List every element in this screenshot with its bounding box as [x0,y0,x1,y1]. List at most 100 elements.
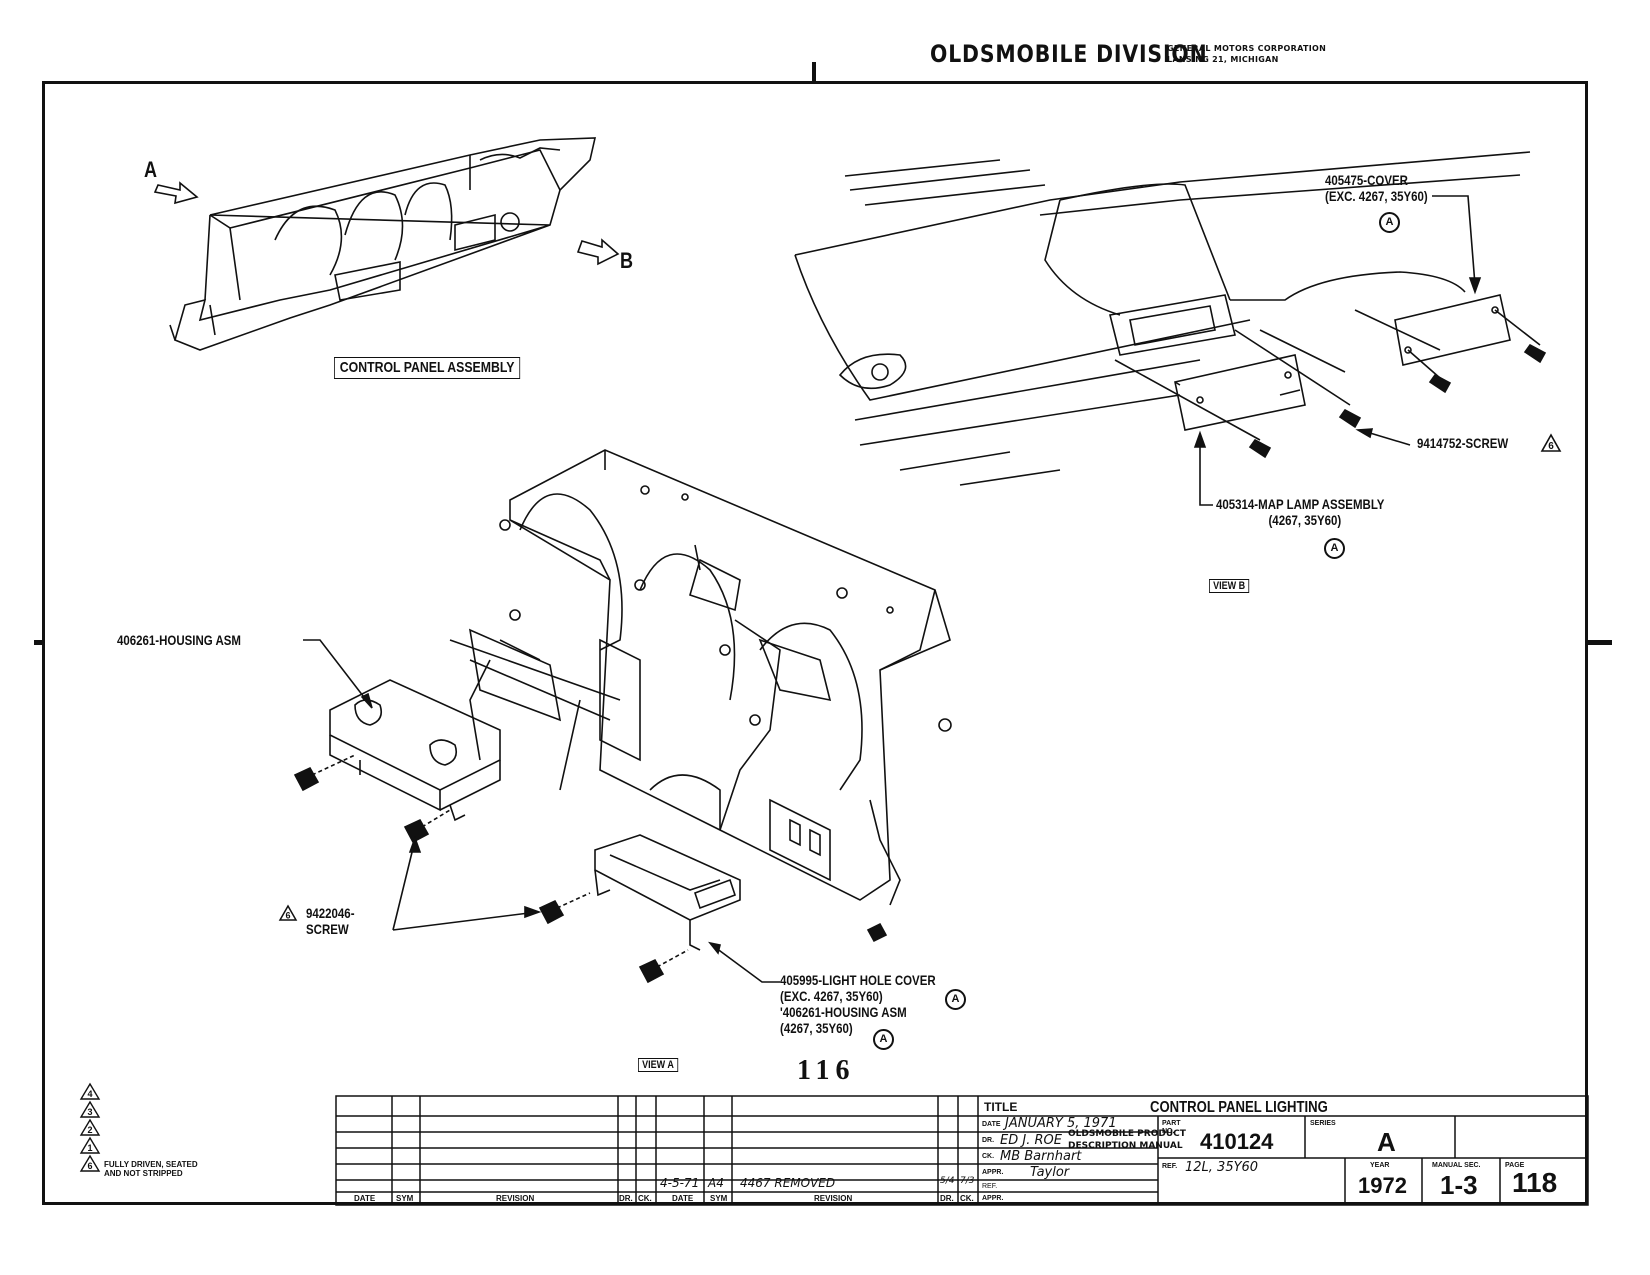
light-hole-cover-note: (EXC. 4267, 35Y60) [780,988,883,1004]
manual-name-line1: OLDSMOBILE PRODUCT [1068,1129,1186,1139]
housing-asm-alt-note: (4267, 35Y60) [780,1020,853,1036]
map-lamp-label: 405314-MAP LAMP ASSEMBLY (4267, 35Y60) [1216,496,1384,528]
right-margin-mark [1588,640,1612,645]
page-stamp: 116 [797,1055,856,1086]
page-label: PAGE [1505,1162,1525,1169]
legend-mark-3: 3 [87,1107,92,1117]
division-title: OLDSMOBILE DIVISION [930,40,1208,68]
part-number: 410124 [1200,1129,1274,1154]
cover-ref-circle: A [1379,212,1400,233]
light-hole-cover-label: 405995-LIGHT HOLE COVER (EXC. 4267, 35Y6… [780,972,936,1036]
rev-entry-date: 4-5-71 [660,1176,700,1190]
rev-entry-ck: 7/3 [960,1176,975,1186]
cover-part-note: (EXC. 4267, 35Y60) [1325,188,1428,204]
light-hole-cover-part [594,834,741,951]
legend-note: FULLY DRIVEN, SEATED AND NOT STRIPPED [104,1160,198,1178]
housing-asm-label: 406261-HOUSING ASM [117,632,241,648]
rev-entry-revision: 4467 REMOVED [740,1176,836,1190]
top-tick-mark [812,62,816,81]
light-hole-cover-leader [711,944,780,983]
control-panel-assembly-sketch [169,137,597,351]
map-lamp-ref-circle: A [1324,538,1345,559]
control-panel-assembly-label: CONTROL PANEL ASSEMBLY [334,357,521,379]
screw-right-triangle-number: 6 [1548,441,1554,452]
legend-mark-2: 2 [87,1125,92,1135]
housing-asm-alt-ref-circle: A [873,1029,894,1050]
map-lamp-note: (4267, 35Y60) [1268,512,1342,528]
screw-left-triangle: 6 [278,904,298,921]
rev-sym-header: SYM [396,1194,414,1203]
housing-asm-part [329,679,501,822]
legend-mark-6: 6 [87,1161,92,1171]
rev-ck-header: CK. [638,1194,652,1203]
ref-label-block: REF. [1162,1163,1178,1170]
manual-name-line2: DESCRIPTION MANUAL [1068,1141,1183,1151]
rev-ck-header-2: CK. [960,1194,974,1203]
legend-note-line1: FULLY DRIVEN, SEATED [104,1160,198,1169]
rev-entry-dr: 5/4 [940,1176,955,1186]
view-a-sketch [449,449,952,906]
screw-left-part-number: 9422046- [306,905,355,921]
manual-sec-label: MANUAL SEC. [1432,1162,1481,1169]
manual-sec-value: 1-3 [1440,1170,1478,1200]
map-lamp-part-number: 405314-MAP LAMP ASSEMBLY [1216,496,1385,512]
rev-revision-header: REVISION [496,1194,535,1203]
reference-value: 12L, 35Y60 [1185,1160,1259,1175]
dr-label: DR. [982,1137,995,1144]
light-hole-cover-ref-circle: A [945,989,966,1010]
rev-sym-header-2: SYM [710,1194,728,1203]
view-a-arrow-label: A [144,157,158,182]
year-label: YEAR [1370,1162,1390,1169]
screw-left-leader [392,839,538,931]
part-no-label: PART NO. [1162,1120,1181,1135]
date-label: DATE [982,1121,1001,1128]
manual-name: OLDSMOBILE PRODUCT DESCRIPTION MANUAL [1068,1128,1186,1152]
appr2-label: APPR. [982,1195,1004,1202]
cover-leader [1432,195,1476,286]
corporation-name: GENERAL MOTORS CORPORATION [1167,44,1327,53]
map-lamp-leader [1199,435,1213,506]
legend-mark-4: 4 [87,1089,92,1099]
view-a-label: VIEW A [638,1058,678,1072]
screw-left-label: 9422046- SCREW [306,905,355,937]
view-a-screws [293,766,888,984]
appr-label: APPR. [982,1169,1004,1176]
cover-part-number: 405475-COVER [1325,172,1408,188]
year-value: 1972 [1358,1173,1407,1198]
legend-note-line2: AND NOT STRIPPED [104,1169,183,1178]
screw-left-name: SCREW [306,921,349,937]
view-b-label: VIEW B [1209,579,1250,593]
screw-left-triangle-number: 6 [285,911,290,921]
rev-dr-header: DR. [619,1194,633,1203]
drawing-title: CONTROL PANEL LIGHTING [1150,1099,1328,1116]
view-b-arrow [576,238,620,266]
corporation-address: LANSING 21, MICHIGAN [1167,55,1279,64]
checked-by: MB Barnhart [1000,1149,1082,1164]
series-label: SERIES [1310,1120,1336,1127]
rev-dr-header-2: DR. [940,1194,954,1203]
title-label: TITLE [984,1100,1018,1114]
rev-revision-header-2: REVISION [814,1194,853,1203]
legend-mark-1: 1 [87,1143,92,1153]
series-value: A [1377,1127,1396,1157]
drawing-date: JANUARY 5, 1971 [1005,1116,1117,1131]
housing-asm-alt-part-number: '406261-HOUSING ASM [780,1004,907,1020]
corporation-block: GENERAL MOTORS CORPORATION LANSING 21, M… [1167,43,1326,65]
cover-part-label: 405475-COVER (EXC. 4267, 35Y60) [1325,172,1428,204]
housing-asm-leader [303,639,371,706]
view-a-arrow [153,181,199,205]
legend-triangles: 4 3 2 1 6 [79,1082,101,1172]
rev-date-header-2: DATE [672,1194,694,1203]
light-hole-cover-part-number: 405995-LIGHT HOLE COVER [780,972,936,988]
left-margin-mark [34,640,44,645]
view-b-sketch [794,151,1547,486]
drawn-by: ED J. ROE [1000,1133,1062,1148]
ck-label: CK. [982,1153,995,1160]
drawing-frame [42,81,1588,1205]
revision-header-left: DATE SYM REVISION DR. CK. DATE SYM REVIS… [336,1193,978,1205]
page-value: 118 [1512,1167,1558,1198]
ref-label: REF. [982,1183,998,1190]
rev-date-header: DATE [354,1194,376,1203]
